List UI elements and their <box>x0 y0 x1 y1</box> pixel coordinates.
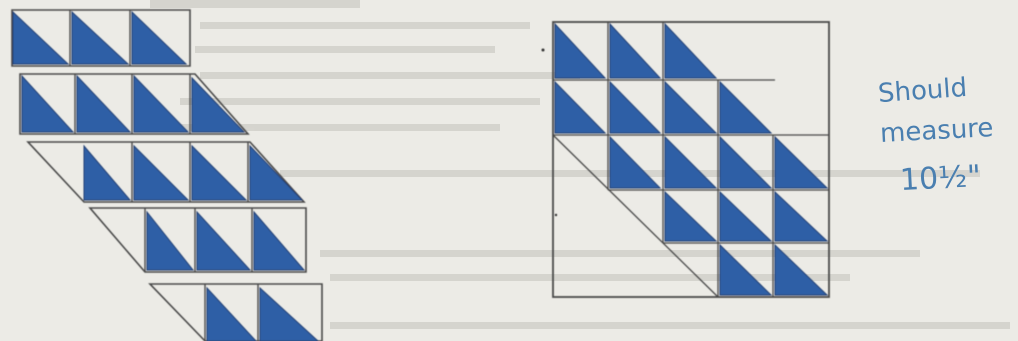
right-assembled-block-diagram <box>541 21 830 298</box>
pencil-dot <box>541 48 545 52</box>
handwritten-note-line-3: 10½" <box>899 158 982 199</box>
block-grid-lines <box>552 22 829 298</box>
block-outline <box>552 21 830 298</box>
pencil-dot <box>554 213 558 217</box>
left-blue-triangles <box>12 10 319 341</box>
handwritten-note-line-1: Should <box>877 72 969 110</box>
row-dividers <box>69 10 259 341</box>
handwritten-note-line-2: measure <box>879 113 995 149</box>
right-blue-triangles <box>554 22 829 296</box>
left-staggered-rows-diagram <box>11 9 323 341</box>
